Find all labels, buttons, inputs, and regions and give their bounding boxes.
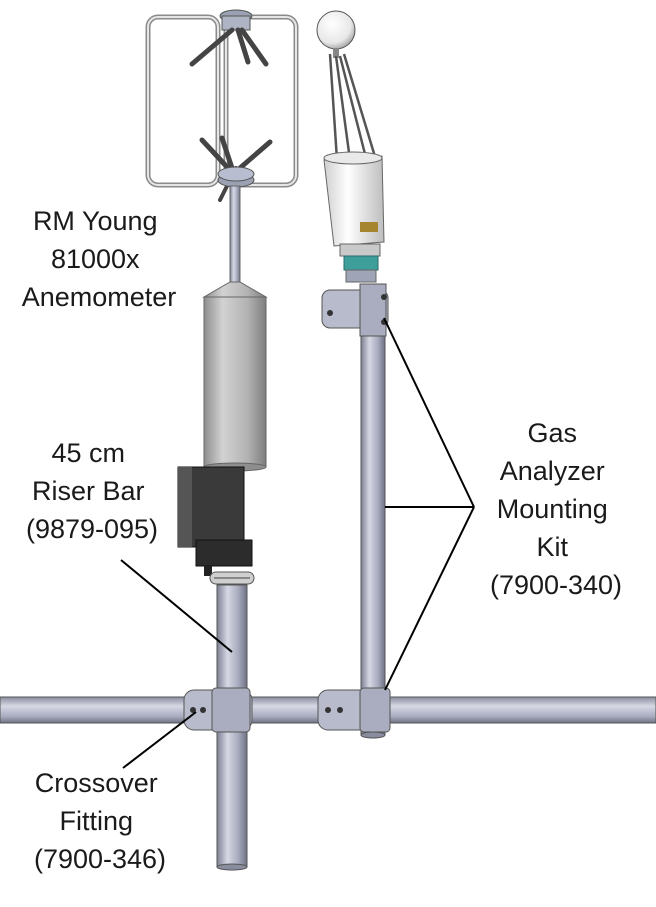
leader-kit-top: [383, 317, 475, 508]
crossover-fitting-left: [183, 687, 253, 733]
leader-crossover: [122, 711, 197, 769]
label-anemometer: RM Young 81000x Anemometer: [22, 206, 177, 312]
leader-riser-bar: [120, 559, 233, 653]
leader-kit-bottom: [384, 506, 475, 691]
sonic-anemometer: [145, 9, 299, 472]
label-crossover: Crossover Fitting (7900-346): [34, 768, 166, 874]
label-riser-bar: 45 cm Riser Bar (9879-095): [26, 438, 158, 544]
gas-analyzer-pipe: [360, 329, 386, 739]
mounting-bracket-box: [177, 466, 255, 585]
label-gas-analyzer-kit: Gas Analyzer Mounting Kit (7900-340): [490, 418, 622, 600]
gas-analyzer: [316, 10, 389, 337]
crossover-fitting-right: [317, 687, 391, 733]
leader-lines: [120, 317, 475, 769]
